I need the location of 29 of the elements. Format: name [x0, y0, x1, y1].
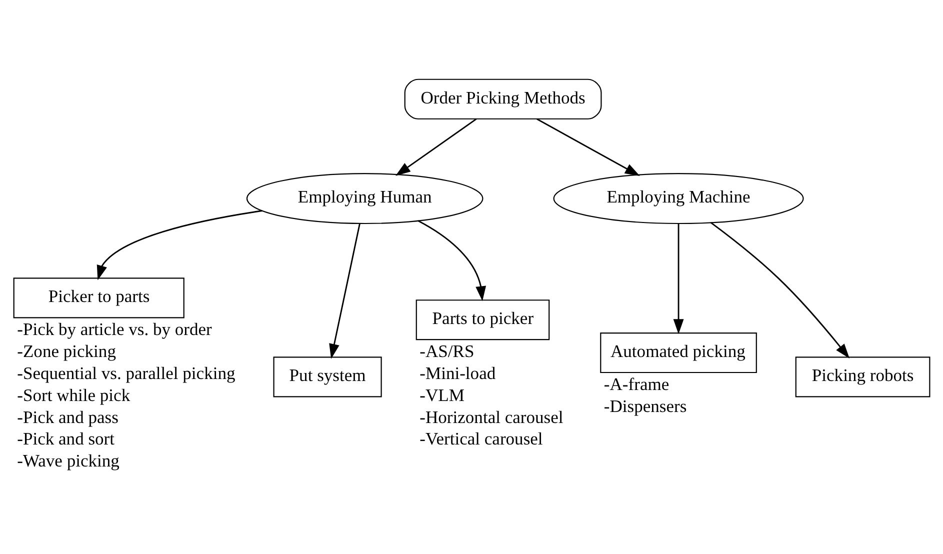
- node-label: -Sequential vs. parallel picking: [17, 362, 236, 382]
- arrow: [673, 223, 684, 334]
- node-label: -Pick by article vs. by order: [17, 318, 212, 338]
- node-label: -VLM: [420, 384, 464, 404]
- arrow: [418, 220, 486, 301]
- node-label: -Dispensers: [604, 395, 687, 416]
- node-box: Parts to picker: [416, 299, 550, 340]
- arrow: [710, 222, 850, 358]
- node-label: -Wave picking: [17, 450, 120, 470]
- node-label: -Zone picking: [17, 340, 116, 360]
- node-label: -Pick and pass: [17, 406, 118, 426]
- node-label: -Sort while pick: [17, 384, 130, 404]
- node-ellipse: Employing Human: [246, 172, 484, 224]
- node-label: -AS/RS: [420, 340, 474, 360]
- arrow: [96, 210, 262, 280]
- node-box: Picker to parts: [13, 277, 184, 318]
- node-box: Picking robots: [795, 356, 930, 397]
- node-box: Put system: [273, 356, 382, 397]
- node-box: Order Picking Methods: [404, 78, 602, 119]
- node-label: -Mini-load: [420, 362, 496, 382]
- node-box: Automated picking: [600, 332, 757, 373]
- arrow: [329, 222, 360, 358]
- node-label: -A-frame: [604, 373, 670, 394]
- arrow: [536, 118, 640, 176]
- arrow: [395, 118, 477, 176]
- node-label: -Pick and sort: [17, 428, 115, 448]
- node-label: -Horizontal carousel: [420, 406, 564, 426]
- node-ellipse: Employing Machine: [553, 172, 804, 224]
- node-label: -Vertical carousel: [420, 428, 543, 448]
